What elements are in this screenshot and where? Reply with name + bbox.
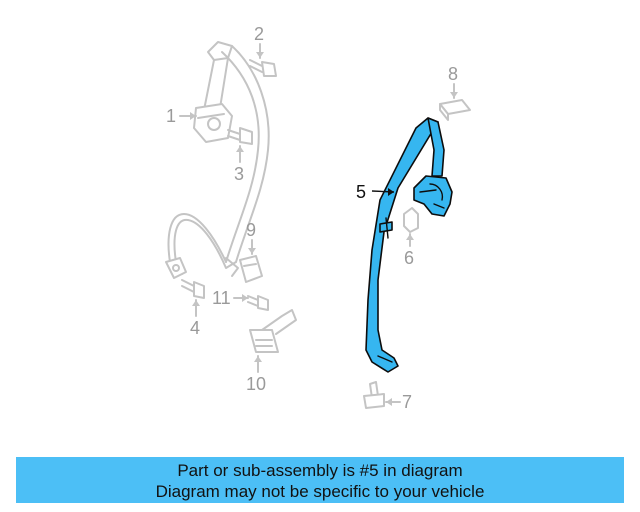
bolt-4 [181, 279, 205, 299]
callout-11: 11 [212, 288, 231, 308]
callout-5: 5 [356, 182, 366, 202]
diagram-caption-banner: Part or sub-assembly is #5 in diagram Di… [16, 457, 624, 503]
callout-10: 10 [246, 374, 266, 394]
bolt-11 [247, 295, 269, 311]
caption-line-part: Part or sub-assembly is #5 in diagram [177, 461, 463, 480]
caption-line-disclaimer: Diagram may not be specific to your vehi… [155, 482, 485, 501]
buckle-9 [239, 255, 263, 283]
buckle-assembly-10 [249, 309, 297, 353]
bolt-7 [363, 381, 385, 409]
callout-7: 7 [402, 392, 412, 412]
seat-belt-assembly-5 [365, 117, 453, 373]
callout-8: 8 [448, 64, 458, 84]
bolt-3 [227, 127, 253, 145]
ghost-belt-assembly-left [165, 41, 270, 279]
bolt-2 [249, 59, 277, 77]
callout-2: 2 [254, 24, 264, 44]
callout-1: 1 [166, 106, 176, 126]
parts-diagram: 1 2 3 4 5 6 7 8 9 11 10 [165, 24, 471, 412]
callout-6: 6 [404, 248, 414, 268]
cover-8 [439, 99, 471, 121]
callout-9: 9 [246, 220, 256, 240]
leader-lines [179, 43, 458, 406]
callout-4: 4 [190, 318, 200, 338]
clip-6 [403, 207, 419, 233]
callout-3: 3 [234, 164, 244, 184]
